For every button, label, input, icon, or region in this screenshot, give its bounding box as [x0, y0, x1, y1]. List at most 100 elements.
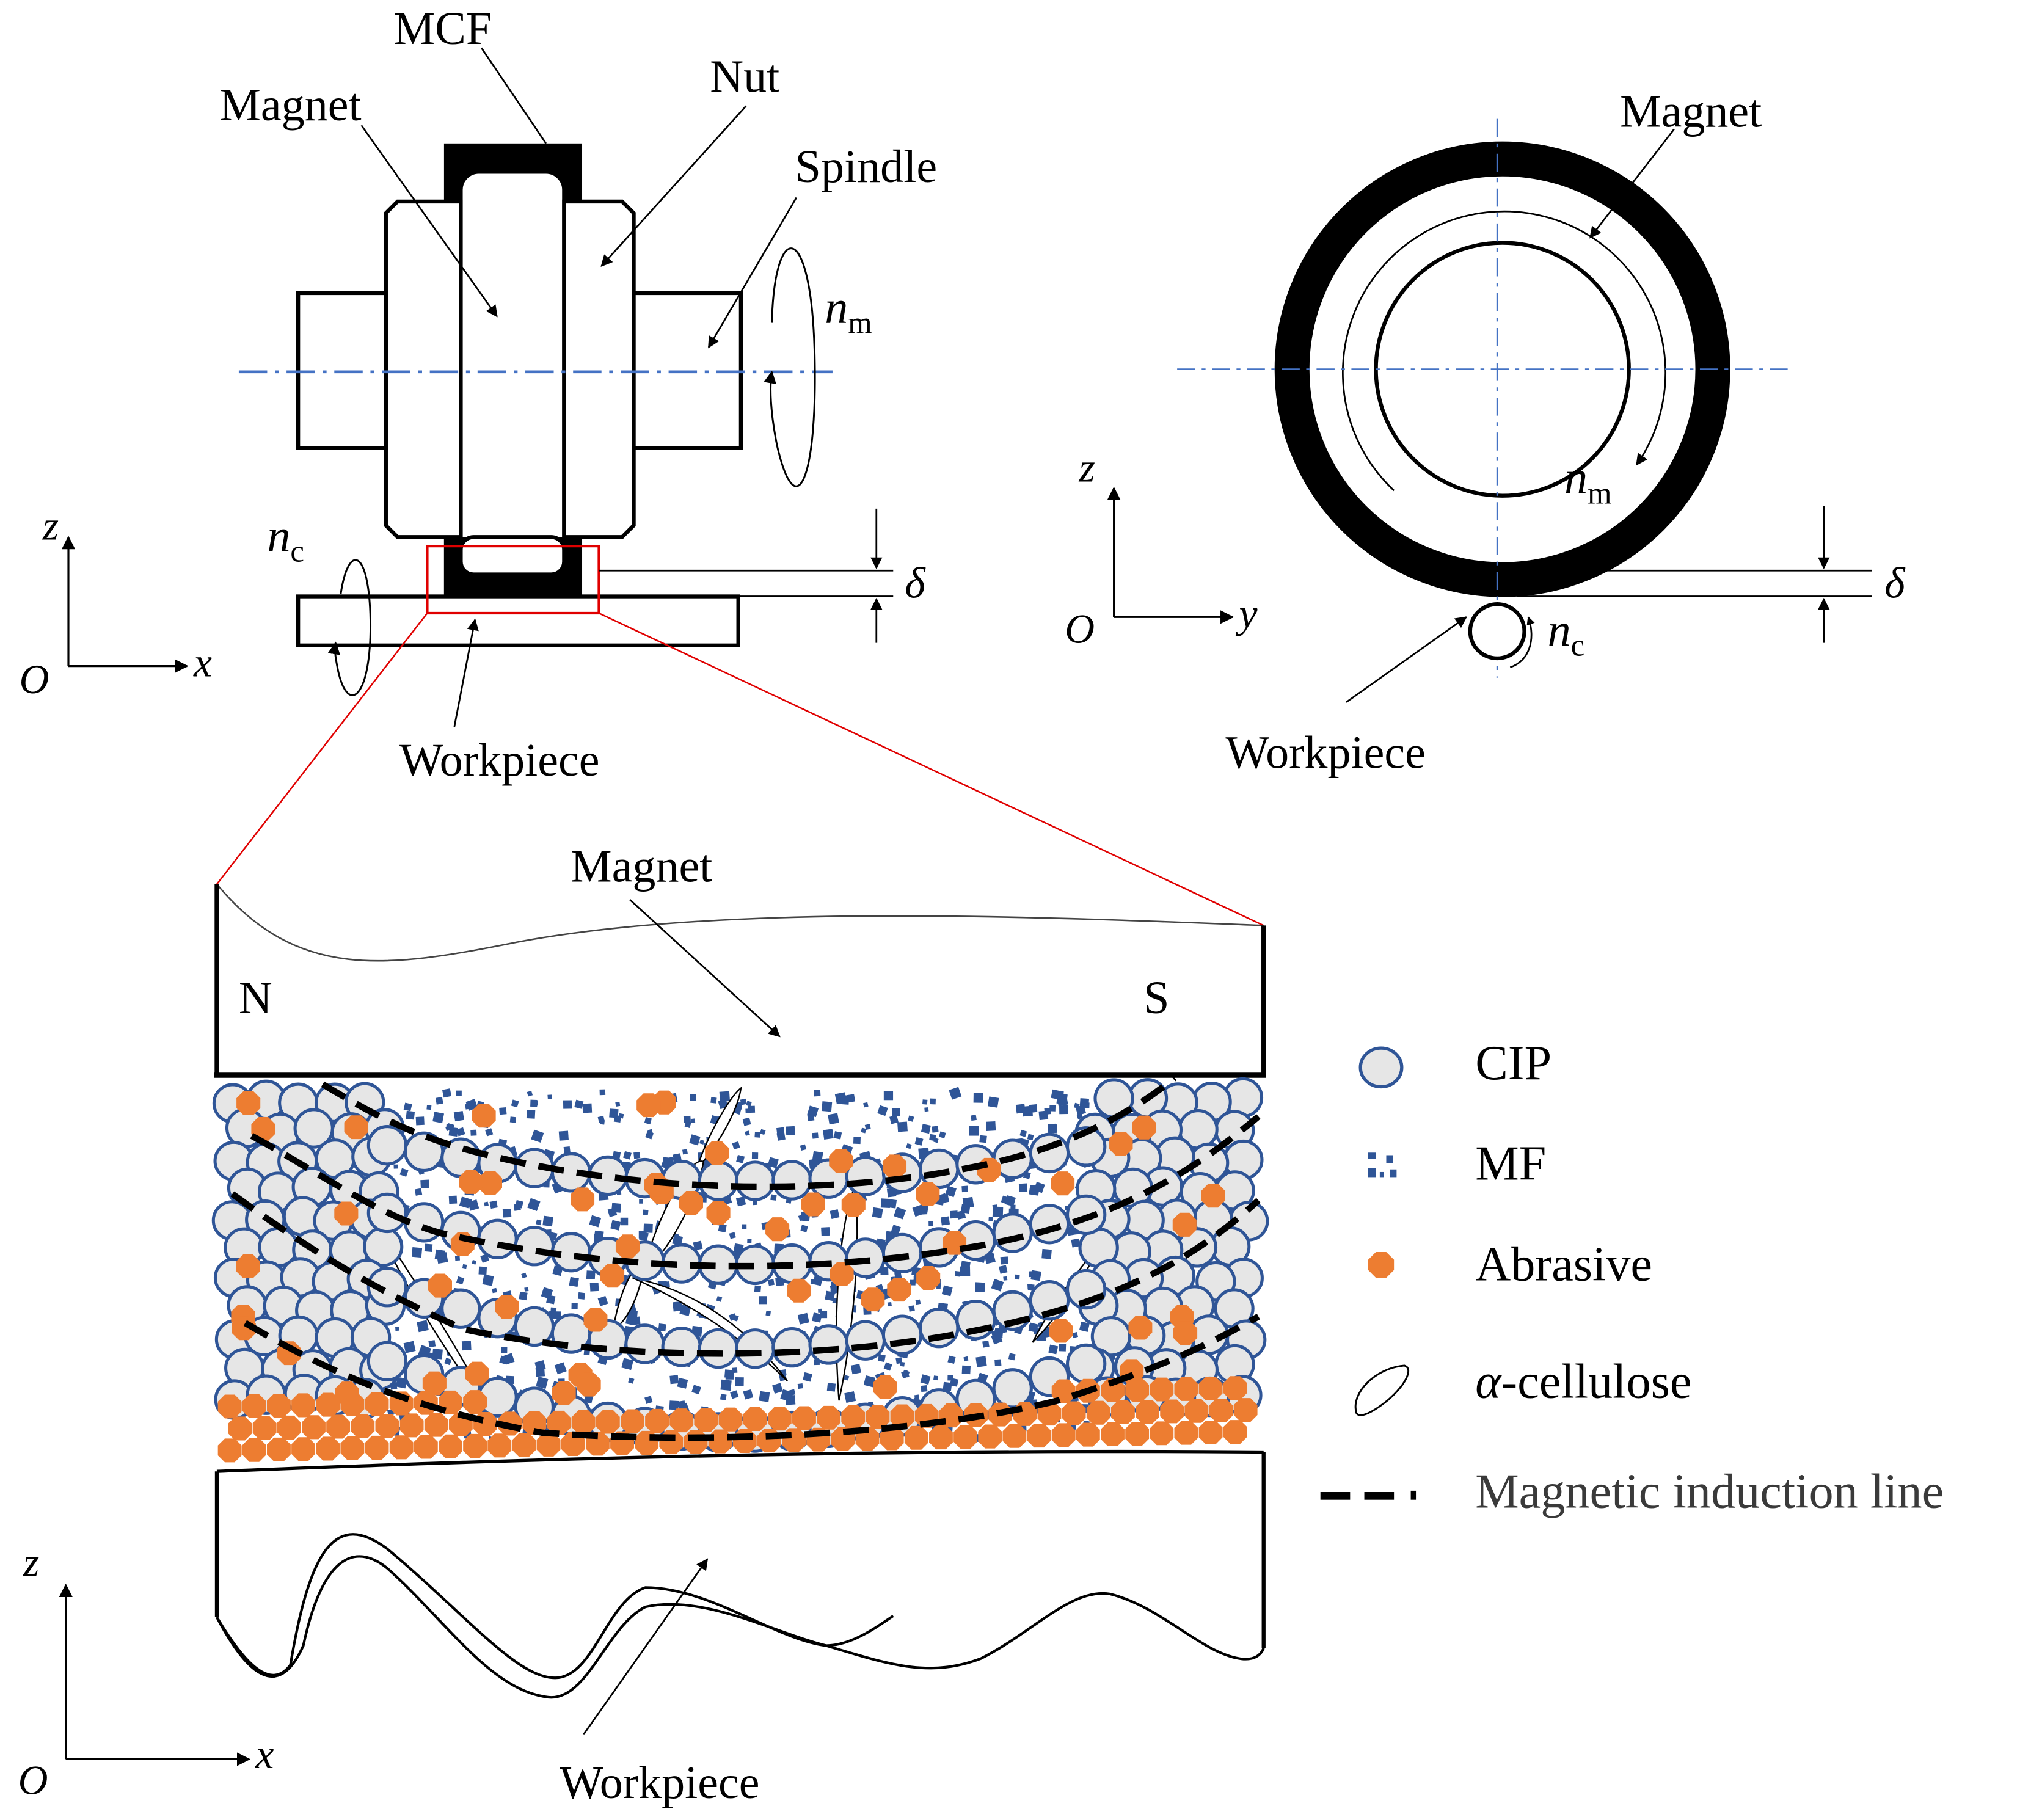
mf-particle [767, 1157, 779, 1168]
mf-particle [542, 1215, 553, 1227]
mf-particle [729, 1313, 737, 1321]
abrasive-particle [916, 1266, 941, 1290]
induction-line [250, 1114, 1261, 1270]
abrasive-particle [705, 1141, 729, 1165]
mf-particle [1059, 1344, 1067, 1352]
mf-particle [420, 1179, 429, 1188]
cip-particle [771, 1160, 812, 1201]
mf-icon [1368, 1152, 1397, 1178]
label-magnet-detail: Magnet [571, 841, 712, 892]
cip-particle [1065, 1343, 1107, 1385]
mf-particle [534, 1360, 546, 1372]
abrasive-particle [291, 1437, 316, 1461]
label-workpiece-side: Workpiece [399, 735, 600, 786]
mf-particle [633, 1152, 641, 1159]
abrasive-particle [326, 1414, 351, 1439]
cip-particle [366, 1125, 408, 1166]
mf-particle [693, 1240, 703, 1251]
mf-particle [943, 1381, 952, 1391]
abrasive-particle [552, 1381, 576, 1405]
cip-particle [1090, 1316, 1132, 1357]
mf-particle [730, 1390, 739, 1399]
mf-particle [883, 1362, 892, 1371]
mf-particle [800, 1225, 808, 1232]
zoom-connector-right [598, 612, 1264, 926]
mf-particle [746, 1101, 752, 1107]
abrasive-particle [1101, 1378, 1125, 1402]
mf-particle [682, 1149, 688, 1155]
abrasive-particle [428, 1273, 453, 1298]
mf-particle [415, 1116, 425, 1126]
induction-line [321, 1075, 1177, 1190]
abrasive-particle [873, 1375, 897, 1399]
abrasive-particle [277, 1415, 301, 1440]
workpiece-block [216, 1449, 1264, 1473]
mf-particle [690, 1094, 696, 1101]
mf-particle [742, 1224, 747, 1229]
mf-particle [789, 1389, 796, 1396]
mf-particle [1008, 1353, 1016, 1361]
abrasive-particle [334, 1201, 359, 1226]
mf-particle [814, 1090, 821, 1097]
mf-particle [454, 1255, 460, 1261]
mf-particle [521, 1272, 527, 1279]
abrasive-particle [977, 1157, 1001, 1182]
mf-particle [960, 1204, 971, 1214]
mf-particle [844, 1375, 850, 1381]
mf-particle [501, 1347, 508, 1353]
label-spindle: Spindle [795, 141, 937, 192]
abrasive-particle [217, 1394, 242, 1419]
mf-particle [628, 1377, 635, 1384]
mf-particle [921, 1124, 931, 1134]
abrasive-particle [904, 1425, 928, 1450]
mf-particle [994, 1359, 1002, 1366]
abrasive-particle [978, 1424, 1002, 1449]
mf-particle [969, 1126, 979, 1136]
mf-particle [743, 1389, 754, 1400]
spindle-rotation-arrow [764, 247, 816, 487]
mf-particle [864, 1124, 871, 1130]
cip-particle [881, 1232, 923, 1274]
mf-particle [900, 1361, 905, 1367]
label-n-m-side: nm [825, 282, 872, 340]
abrasive-particle [694, 1408, 718, 1432]
mf-particle [586, 1270, 596, 1279]
mf-particle [949, 1087, 962, 1100]
cip-particle [919, 1308, 960, 1349]
mf-particle [620, 1217, 629, 1226]
abrasive-particle [880, 1426, 904, 1451]
abrasive-particle [1027, 1424, 1051, 1448]
mf-particle [961, 1185, 968, 1193]
mf-particle [673, 1301, 683, 1312]
mf-particle [897, 1121, 908, 1132]
mf-particle [1029, 1324, 1034, 1330]
mf-particle [1079, 1321, 1090, 1332]
abrasive-particle [1132, 1115, 1156, 1140]
mf-particle [999, 1265, 1008, 1274]
mf-particle [1059, 1105, 1068, 1115]
mf-particle [807, 1113, 815, 1121]
cellulose-fiber [632, 1277, 788, 1382]
abrasive-particle [536, 1432, 561, 1457]
mf-particle [991, 1278, 1004, 1292]
mf-particle [1022, 1105, 1033, 1117]
mf-particle [745, 1108, 750, 1113]
mf-particle [975, 1356, 987, 1367]
cip-particle [440, 1288, 481, 1329]
mf-particle [877, 1105, 888, 1116]
mf-particle [853, 1137, 861, 1145]
mf-particle [536, 1219, 542, 1226]
mf-particle [509, 1116, 516, 1123]
axes-xz-bottom: z x O [18, 1539, 274, 1803]
nut-left [384, 199, 463, 539]
mf-particle [812, 1132, 819, 1139]
abrasive-particle [472, 1104, 496, 1128]
abrasive-particle [547, 1410, 571, 1435]
mf-particle [748, 1105, 756, 1113]
mf-particle [569, 1276, 579, 1287]
workpiece-rotation-arrow-front [1509, 616, 1535, 669]
mf-particle [621, 1358, 634, 1370]
cip-particle [698, 1160, 739, 1201]
mf-particle [991, 1328, 1003, 1341]
mf-particle [823, 1129, 834, 1140]
